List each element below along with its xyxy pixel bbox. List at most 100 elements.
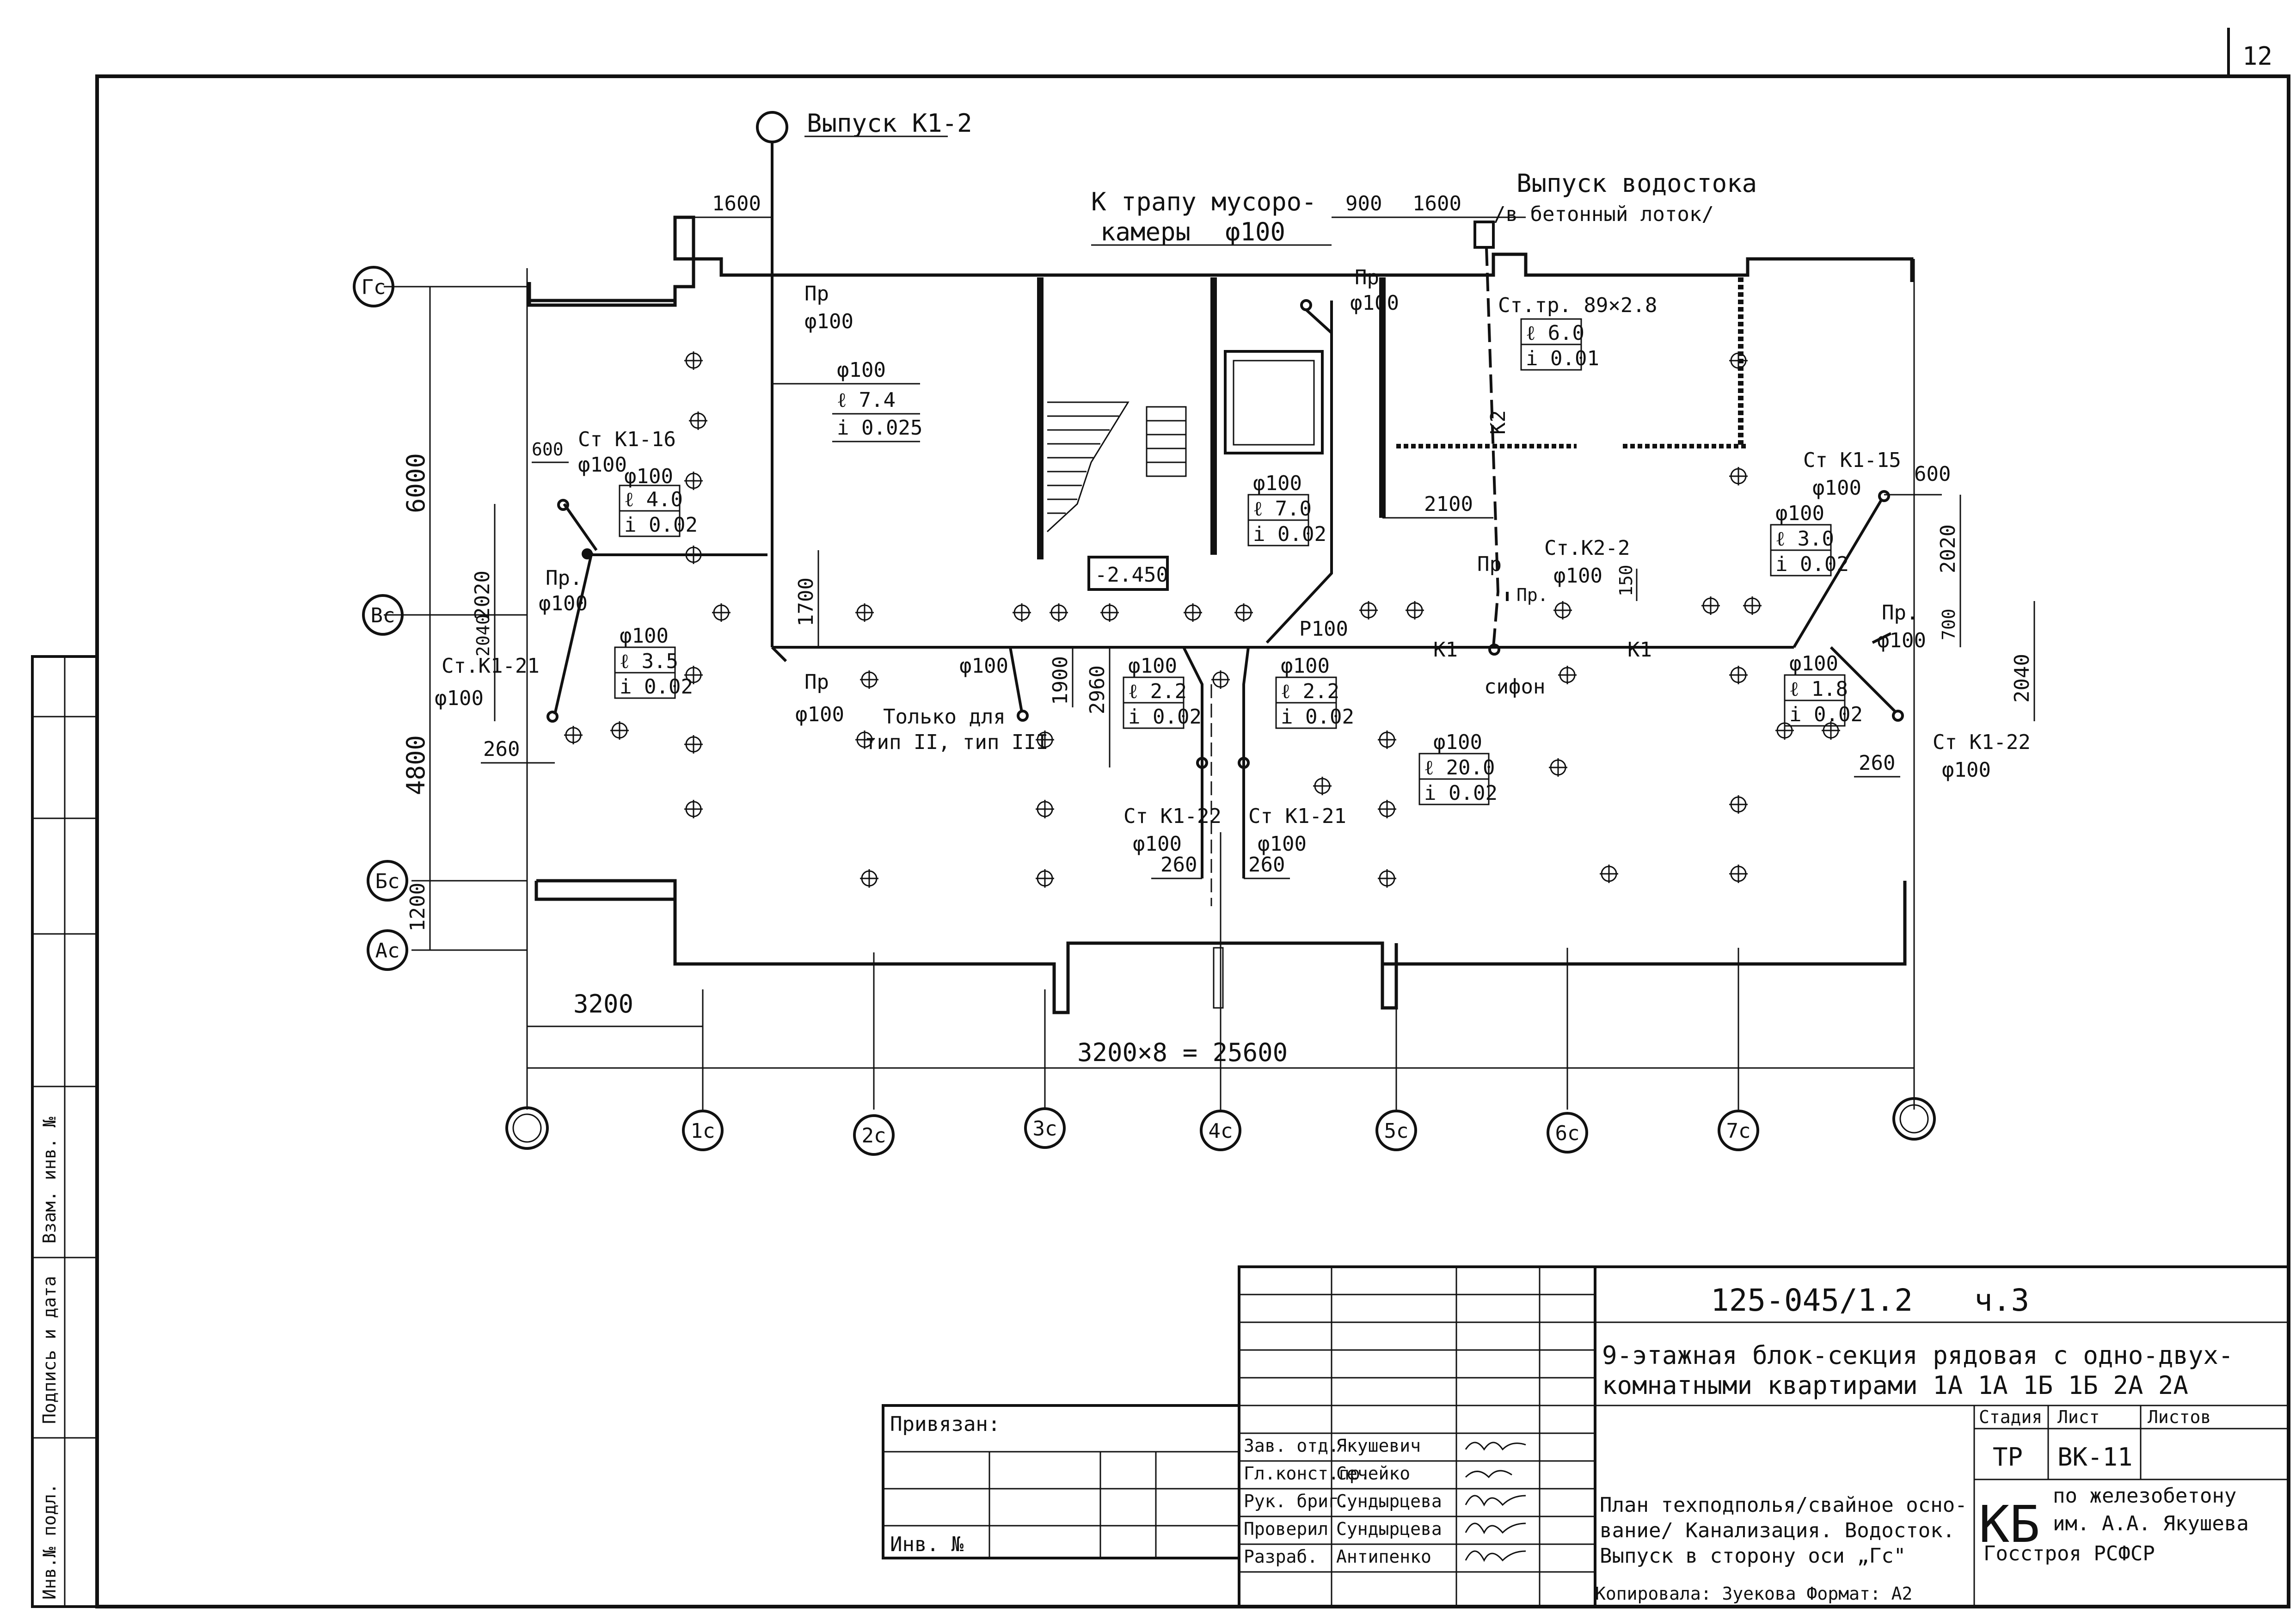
st-tr-slope: i 0.01 bbox=[1526, 347, 1599, 370]
pipe3-slope: i 0.02 bbox=[620, 675, 693, 699]
pile-marker bbox=[860, 869, 878, 888]
axis-bubble-5c: 5с bbox=[1384, 1119, 1409, 1143]
pipe4-slope: i 0.02 bbox=[1253, 522, 1326, 546]
dim-150: 150 bbox=[1616, 565, 1636, 596]
label-st-k1-21-left-d: φ100 bbox=[435, 687, 484, 710]
drain-outlet bbox=[1473, 221, 1495, 249]
pipe9-diameter: φ100 bbox=[1789, 652, 1838, 675]
pile-marker bbox=[1313, 777, 1332, 795]
dim-260-mid-2: 260 bbox=[1248, 853, 1285, 877]
pile-marker bbox=[1729, 351, 1748, 370]
label-k1-a: К1 bbox=[1433, 638, 1458, 662]
org-line-2: им. А.А. Якушева bbox=[2053, 1512, 2249, 1535]
pile-marker bbox=[1211, 670, 1230, 689]
role-1: Гл.конст.пр. bbox=[1244, 1463, 1371, 1484]
role-4: Разраб. bbox=[1244, 1546, 1318, 1567]
pile-marker bbox=[1100, 603, 1119, 622]
pipe-spec-3: φ100 ℓ 3.5 i 0.02 bbox=[614, 624, 693, 699]
pipe-spec-7: φ100 ℓ 20.0 i 0.02 bbox=[1418, 730, 1498, 805]
label-k2: К2 bbox=[1486, 410, 1510, 435]
dim-600-right: 600 bbox=[1914, 462, 1951, 486]
pipe-annotations: Выпуск К1-2 К трапу мусоро- камеры φ100 … bbox=[435, 109, 2031, 856]
pile-marker bbox=[1600, 865, 1618, 883]
sheet-number: 12 bbox=[2242, 42, 2272, 71]
dimension-lines: 1600 900 1600 6000 4800 1200 2020 2040 6… bbox=[401, 192, 2035, 1069]
dim-1200: 1200 bbox=[406, 883, 430, 932]
label-pr-mid-d: φ100 bbox=[795, 703, 844, 726]
pipe2-length: ℓ 4.0 bbox=[624, 488, 683, 511]
dim-600-left: 600 bbox=[532, 439, 564, 460]
pipe7-length: ℓ 20.0 bbox=[1424, 756, 1495, 779]
label-pr-right-d: φ100 bbox=[1877, 629, 1926, 652]
desc-line-3: Выпуск в сторону оси „Гс" bbox=[1600, 1544, 1906, 1568]
pipe2-slope: i 0.02 bbox=[624, 513, 698, 537]
sheets-header: Листов bbox=[2148, 1407, 2211, 1427]
pipe9-length: ℓ 1.8 bbox=[1789, 677, 1848, 701]
outlet-well-k12 bbox=[756, 111, 788, 143]
pipe5-slope: i 0.02 bbox=[1128, 705, 1202, 729]
name-1: Сечейко bbox=[1336, 1463, 1410, 1484]
title-line-1: 9-этажная блок-секция рядовая с одно-дву… bbox=[1602, 1341, 2233, 1370]
pipe3-diameter: φ100 bbox=[620, 624, 669, 648]
pipe6-diameter: φ100 bbox=[1281, 654, 1330, 678]
pile-marker bbox=[860, 670, 878, 689]
label-drain-line2: /в бетонный лоток/ bbox=[1493, 203, 1714, 226]
strip-field-2: Подпись и дата bbox=[39, 1276, 60, 1424]
dim-1700: 1700 bbox=[794, 577, 818, 626]
dim-2020-right: 2020 bbox=[1936, 524, 1960, 573]
label-st-k1-21-mid-d: φ100 bbox=[1258, 832, 1307, 856]
label-st-k1-22-mid-d: φ100 bbox=[1133, 832, 1182, 856]
pipe8-slope: i 0.02 bbox=[1775, 552, 1849, 576]
strip-field-1: Взам. инв. № bbox=[39, 1117, 60, 1244]
label-pr-top-left-d: φ100 bbox=[804, 310, 853, 333]
grid-axes bbox=[384, 259, 1915, 1110]
dim-2020-left: 2020 bbox=[471, 571, 494, 620]
label-trap-dia: φ100 bbox=[1225, 217, 1285, 246]
pile-marker bbox=[855, 603, 874, 622]
dim-260-left: 260 bbox=[483, 737, 520, 761]
dim-4800: 4800 bbox=[401, 735, 430, 795]
pipe1-slope: i 0.025 bbox=[837, 416, 922, 440]
label-sifon: сифон bbox=[1484, 675, 1545, 699]
label-st-k1-16-d: φ100 bbox=[578, 453, 627, 477]
pile-marker bbox=[1050, 603, 1068, 622]
label-outlet-k12: Выпуск К1-2 bbox=[807, 109, 972, 138]
pile-marker bbox=[1549, 758, 1567, 777]
label-pr-right: Пр. bbox=[1882, 601, 1918, 625]
sheet-code: ВК-11 bbox=[2057, 1442, 2133, 1472]
pile-marker bbox=[1822, 721, 1840, 740]
pipe5-diameter: φ100 bbox=[1128, 654, 1177, 678]
axis-bubble-gc: Гс bbox=[362, 276, 386, 299]
label-pr-left-d: φ100 bbox=[539, 592, 588, 615]
name-2: Сундырцева bbox=[1336, 1491, 1442, 1511]
axis-bubble-bc: Бс bbox=[375, 870, 400, 893]
pipe3-length: ℓ 3.5 bbox=[620, 650, 678, 673]
pile-marker bbox=[564, 726, 583, 744]
stage-header: Стадия bbox=[1979, 1407, 2042, 1427]
axis-bubble-ac: Ас bbox=[375, 939, 400, 963]
label-privyazan: Привязан: bbox=[890, 1412, 1000, 1436]
pile-marker bbox=[684, 472, 703, 490]
st-tr-spec: Ст.тр. 89×2.8 bbox=[1498, 294, 1657, 317]
label-pr-k2-b: Пр. bbox=[1516, 585, 1548, 605]
pile-marker bbox=[1378, 869, 1396, 888]
label-st-k1-22-right-d: φ100 bbox=[1942, 758, 1991, 782]
pipe6-length: ℓ 2.2 bbox=[1281, 680, 1339, 703]
footer-note: Копировала: Зуекова Формат: А2 bbox=[1595, 1583, 1912, 1604]
name-4: Антипенко bbox=[1336, 1546, 1431, 1567]
sheet-header: Лист bbox=[2057, 1407, 2100, 1427]
label-k1-b: К1 bbox=[1627, 638, 1652, 662]
signatures bbox=[1465, 1442, 1526, 1562]
label-inv: Инв. № bbox=[890, 1533, 964, 1556]
dim-900: 900 bbox=[1345, 192, 1382, 215]
pile-marker bbox=[610, 721, 629, 740]
pile-marker bbox=[1378, 800, 1396, 818]
label-pr-left: Пр. bbox=[546, 566, 582, 590]
pile-marker bbox=[684, 800, 703, 818]
pile-marker bbox=[689, 411, 707, 430]
row-axis-bubbles: Гс Вс Бс Ас bbox=[353, 266, 408, 971]
pipe6-slope: i 0.02 bbox=[1281, 705, 1354, 729]
dim-6000: 6000 bbox=[401, 453, 430, 513]
label-st-k1-15-d: φ100 bbox=[1812, 476, 1861, 500]
